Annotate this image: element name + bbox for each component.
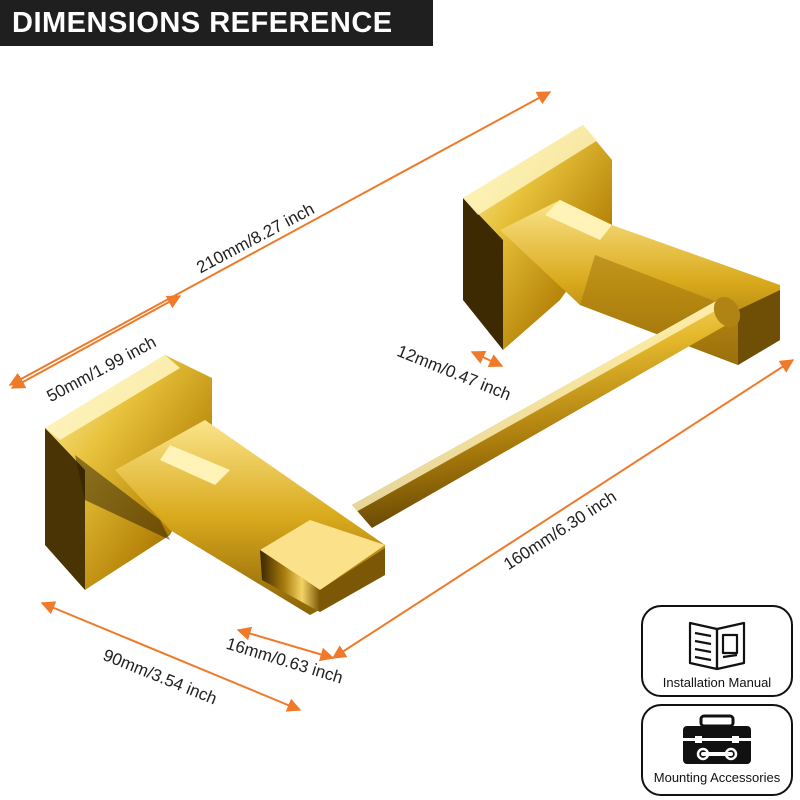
mounting-accessories-label: Mounting Accessories [653, 770, 781, 785]
page-title: DIMENSIONS REFERENCE [0, 0, 433, 46]
rod-length-label: 160mm/6.30 inch [500, 487, 620, 574]
base-width-arrow [10, 295, 182, 389]
installation-manual-label: Installation Manual [662, 675, 772, 690]
toilet-paper-rod [352, 296, 741, 528]
projection-arrow [40, 601, 302, 712]
rod-diameter-label: 12mm/0.47 inch [394, 341, 513, 404]
projection-label: 90mm/3.54 inch [100, 645, 219, 708]
book-icon [688, 621, 746, 671]
overall-length-label: 210mm/8.27 inch [193, 199, 317, 277]
arm-thickness-label: 16mm/0.63 inch [224, 634, 345, 688]
rod-length-arrow [331, 359, 795, 659]
rod-diameter-arrow [470, 350, 504, 368]
mounting-accessories-card: Mounting Accessories [641, 704, 793, 796]
installation-manual-card: Installation Manual [641, 605, 793, 697]
toolbox-icon [683, 714, 751, 764]
